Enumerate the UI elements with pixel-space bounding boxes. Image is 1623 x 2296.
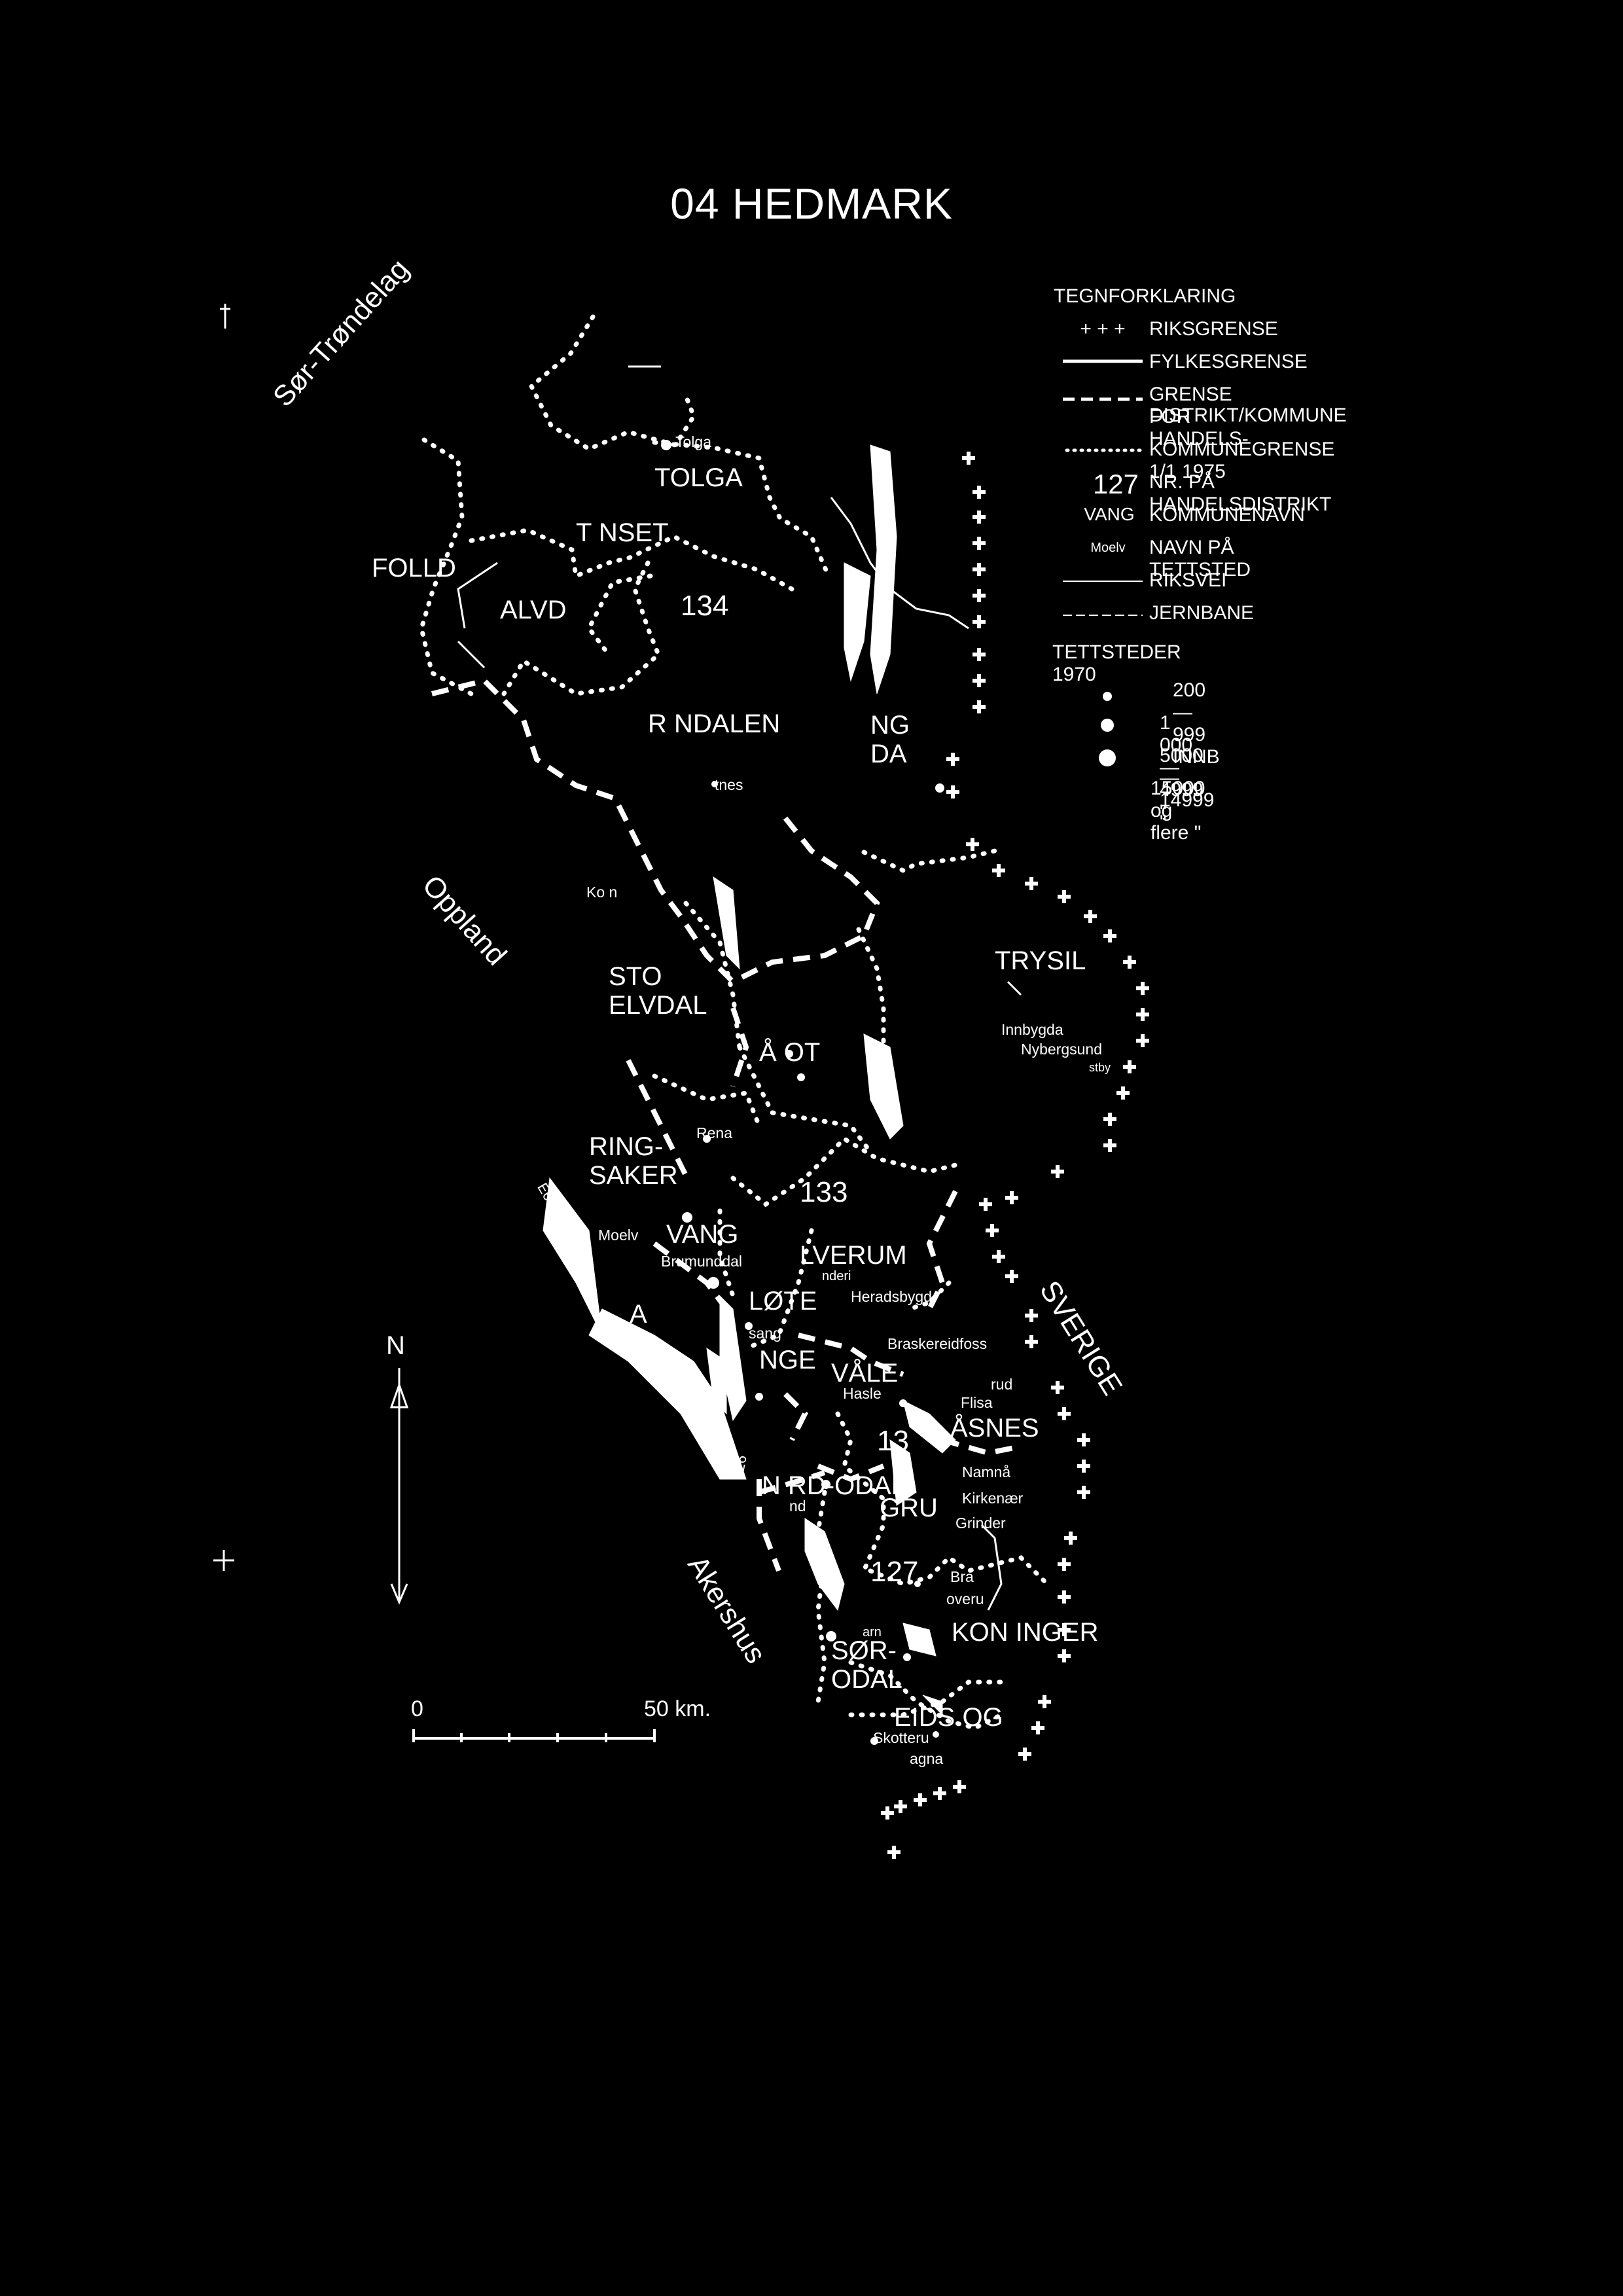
town-magnor: agna bbox=[910, 1750, 944, 1767]
district-131: 13 bbox=[877, 1425, 909, 1457]
district-133: 133 bbox=[800, 1176, 848, 1208]
municipality-tynset: T NSET bbox=[576, 518, 669, 547]
municipality-vang: VANG bbox=[666, 1220, 739, 1249]
municipality-lote: LØTE bbox=[749, 1287, 817, 1316]
municipality-stor-elvdal: STO ELVDAL bbox=[609, 962, 707, 1020]
national-border-icon: + + + bbox=[1080, 318, 1126, 340]
municipality-grue: GRU bbox=[880, 1494, 938, 1522]
town-hasle: Hasle bbox=[843, 1385, 882, 1402]
road-icon bbox=[1054, 569, 1152, 592]
north-label: N bbox=[386, 1331, 405, 1360]
railway-icon bbox=[1054, 602, 1152, 624]
municipality-tolga: TOLGA bbox=[654, 463, 743, 492]
town-sanderi: nderi bbox=[822, 1269, 851, 1283]
town-innbygda: Innbygda bbox=[1001, 1021, 1063, 1038]
scale-end: 50 km. bbox=[644, 1696, 711, 1721]
town-flisa: Flisa bbox=[961, 1394, 993, 1411]
towns bbox=[661, 440, 1116, 1745]
municipality-sor-odal: SØR- ODAL bbox=[831, 1636, 902, 1694]
municipality-hamar: A bbox=[630, 1300, 647, 1329]
town-koppang: tnes bbox=[715, 776, 743, 793]
town-rena: Rena bbox=[696, 1124, 732, 1141]
town-koppang-north: Ko n bbox=[586, 884, 618, 901]
town-skotterud: Skotteru bbox=[873, 1729, 929, 1746]
town-tolga: Tolga bbox=[675, 433, 711, 450]
municipality-stange: NGE bbox=[759, 1346, 816, 1374]
town-kirkenaer: Kirkenær bbox=[962, 1490, 1024, 1507]
town-skarnes: arn bbox=[863, 1625, 882, 1640]
municipality-rendalen: R NDALEN bbox=[648, 709, 781, 738]
town-grinder: Grinder bbox=[955, 1515, 1006, 1532]
county-border-icon bbox=[1054, 351, 1152, 373]
scale-bar bbox=[412, 1729, 656, 1742]
municipality-engerdal: NG DA bbox=[870, 711, 910, 768]
town-namna: Namnå bbox=[962, 1463, 1011, 1480]
town-nybergsund: Nybergsund bbox=[1021, 1041, 1103, 1058]
town-braskereidfoss: Braskereidfoss bbox=[887, 1335, 988, 1352]
scale-zero: 0 bbox=[411, 1696, 423, 1721]
municipality-elverum: LVERUM bbox=[800, 1241, 907, 1270]
municipality-alvdal: ALVD bbox=[500, 596, 567, 624]
municipality-amot: Å OT bbox=[759, 1038, 821, 1067]
municipal-border-icon bbox=[1054, 439, 1152, 461]
municipality-kongsvinger: KON INGER bbox=[952, 1618, 1099, 1647]
district-border-icon bbox=[1054, 389, 1152, 411]
municipality-folldal: FOLLD bbox=[372, 554, 456, 583]
municipal-borders bbox=[419, 314, 1050, 1731]
municipality-vale: VÅLE bbox=[831, 1359, 899, 1388]
town-heradsbygd: Heradsbygd bbox=[851, 1288, 933, 1305]
road-e6-south: E6 bbox=[730, 1454, 750, 1475]
town-ostby: stby bbox=[1089, 1061, 1111, 1074]
town-brandval: Bra bbox=[950, 1568, 974, 1585]
municipality-eidskog: EIDS OG bbox=[894, 1703, 1003, 1732]
town-kirkenrud: rud bbox=[991, 1376, 1013, 1393]
municipality-asnes: ÅSNES bbox=[950, 1414, 1039, 1443]
municipality-nord-odal: N RD-ODAL bbox=[762, 1471, 906, 1500]
town-sand: nd bbox=[789, 1498, 806, 1515]
municipality-trysil: TRYSIL bbox=[995, 946, 1086, 975]
north-arrow bbox=[389, 1368, 409, 1605]
town-roverud: overu bbox=[946, 1590, 984, 1607]
town-moelv: Moelv bbox=[598, 1227, 639, 1244]
registration-marks bbox=[213, 304, 234, 1571]
map-title: 04 HEDMARK bbox=[670, 179, 953, 228]
district-127: 127 bbox=[870, 1556, 919, 1588]
district-134: 134 bbox=[681, 590, 729, 622]
town-brumunddal: Brumunddal bbox=[661, 1253, 743, 1270]
town-ottestad: sang bbox=[749, 1325, 781, 1342]
municipality-ringsaker: RING- SAKER bbox=[589, 1132, 678, 1190]
lakes bbox=[543, 444, 956, 1716]
national-border bbox=[881, 452, 1149, 1859]
